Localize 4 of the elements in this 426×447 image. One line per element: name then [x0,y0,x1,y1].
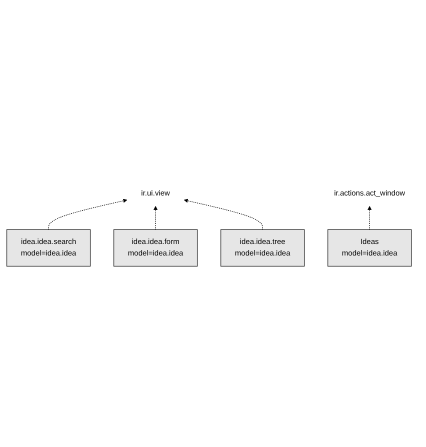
arrow [154,206,158,230]
arrow [48,198,128,230]
arrow [184,198,263,230]
arrow [368,206,372,230]
